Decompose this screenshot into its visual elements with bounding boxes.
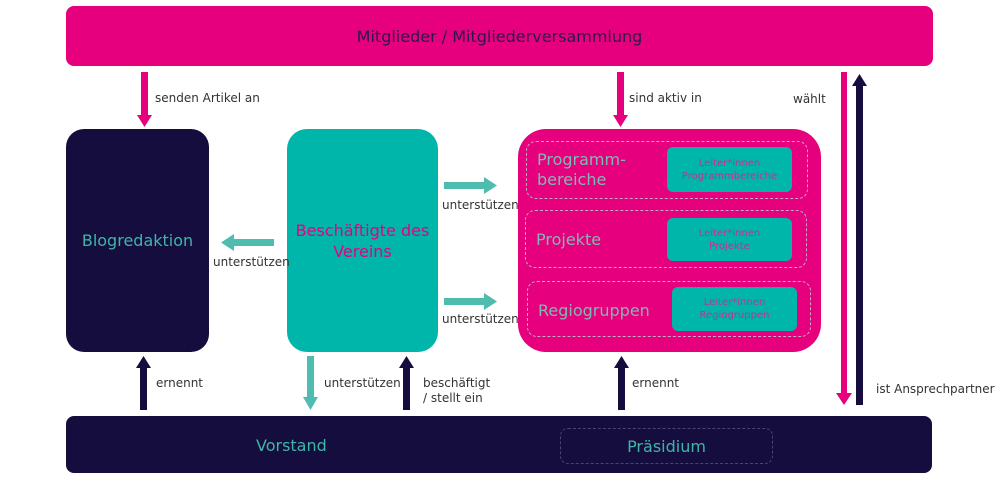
arrow-presidium-appoints-leads <box>614 356 629 410</box>
edge-label-send-articles: senden Artikel an <box>155 91 260 105</box>
edge-label-staff-support-board: unterstützen <box>324 376 401 390</box>
arrow-board-appoints-blog <box>136 356 151 410</box>
presidium-label: Präsidium <box>627 436 706 456</box>
lead-program-areas-line2: Programmbereiche <box>681 170 778 182</box>
regional-groups-label: Regiogruppen <box>538 301 650 320</box>
members-assembly-label: Mitglieder / Mitgliederversammlung <box>356 26 643 46</box>
section-regional-groups: Regiogruppen Leiter*innen Regiogruppen <box>527 281 811 337</box>
edge-label-contact-person: ist Ansprechpartner <box>876 382 995 396</box>
arrow-staff-to-activities-bottom <box>444 293 497 310</box>
edge-label-staff-support-blog: unterstützen <box>213 255 290 269</box>
arrow-staff-to-blog <box>221 234 274 251</box>
program-areas-label: Programm- bereiche <box>537 150 626 190</box>
lead-program-areas-line1: Leiter*innen <box>698 157 761 169</box>
blog-editorial-box: Blogredaktion <box>66 129 209 352</box>
edge-label-board-employs-line2: / stellt ein <box>423 391 483 405</box>
edge-label-board-employs-line1: beschäftigt <box>423 376 491 390</box>
lead-program-areas-box: Leiter*innen Programmbereiche <box>667 147 792 192</box>
edge-label-active-in: sind aktiv in <box>629 91 702 105</box>
program-areas-label-line2: bereiche <box>537 170 607 189</box>
arrow-board-employs-staff <box>399 356 414 410</box>
board-box: Vorstand <box>66 416 932 473</box>
board-label: Vorstand <box>256 436 327 455</box>
lead-projects-line1: Leiter*innen <box>698 227 761 239</box>
edge-label-elects: wählt <box>793 92 826 106</box>
projects-label: Projekte <box>536 230 602 249</box>
program-areas-label-line1: Programm- <box>537 150 626 169</box>
edge-label-board-appoints-blog: ernennt <box>156 376 204 390</box>
arrow-members-to-blog <box>137 72 152 127</box>
section-projects: Projekte Leiter*innen Projekte <box>525 210 807 268</box>
edge-label-staff-support-top: unterstützen <box>442 198 519 212</box>
arrow-staff-support-board <box>303 356 318 410</box>
lead-regional-groups-box: Leiter*innen Regiogruppen <box>672 287 797 331</box>
activities-block: Programm- bereiche Leiter*innen Programm… <box>518 129 821 352</box>
staff-label: Beschäftigte des Vereins <box>295 220 430 261</box>
lead-projects-box: Leiter*innen Projekte <box>667 218 792 261</box>
edge-label-staff-support-bottom: unterstützen <box>442 312 519 326</box>
edge-label-presidium-appoints: ernennt <box>632 376 680 390</box>
members-assembly-box: Mitglieder / Mitgliederversammlung <box>66 6 933 66</box>
arrow-members-to-activities <box>613 72 628 127</box>
arrow-board-contact-members <box>852 74 867 405</box>
lead-projects-line2: Projekte <box>709 240 750 252</box>
lead-regional-line2: Regiogruppen <box>699 310 770 321</box>
arrow-staff-to-activities-top <box>444 177 497 194</box>
staff-box: Beschäftigte des Vereins <box>287 129 438 352</box>
arrow-members-elect-board <box>836 72 852 405</box>
section-program-areas: Programm- bereiche Leiter*innen Programm… <box>526 141 808 199</box>
presidium-box: Präsidium <box>560 428 773 464</box>
blog-editorial-label: Blogredaktion <box>81 231 194 250</box>
lead-regional-line1: Leiter*innen <box>703 297 766 308</box>
